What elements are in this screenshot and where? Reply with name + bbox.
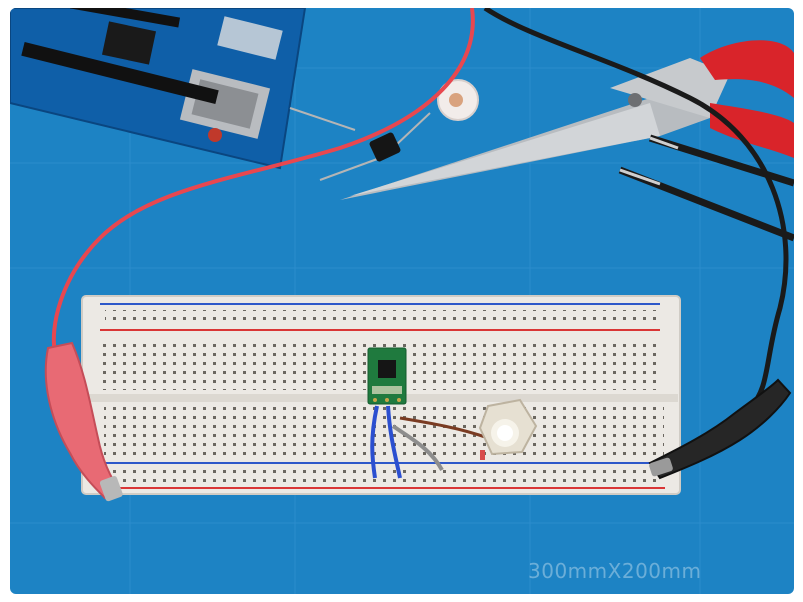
photo-scene (10, 8, 794, 594)
brown-wire (399, 416, 489, 440)
boost-converter-module (367, 347, 407, 405)
red-alligator-clip (44, 341, 123, 502)
dimension-watermark: 300mmX200mm (528, 559, 702, 583)
transistor-component (289, 79, 479, 181)
black-alligator-clip (648, 378, 792, 480)
jumper-wires-blue (370, 405, 402, 479)
tweezers (618, 134, 794, 242)
power-led (478, 398, 538, 460)
arduino-board (10, 8, 307, 170)
black-wire (483, 8, 789, 410)
red-wire (51, 8, 475, 354)
grey-wire (391, 424, 444, 471)
electronics-photo (10, 8, 794, 594)
